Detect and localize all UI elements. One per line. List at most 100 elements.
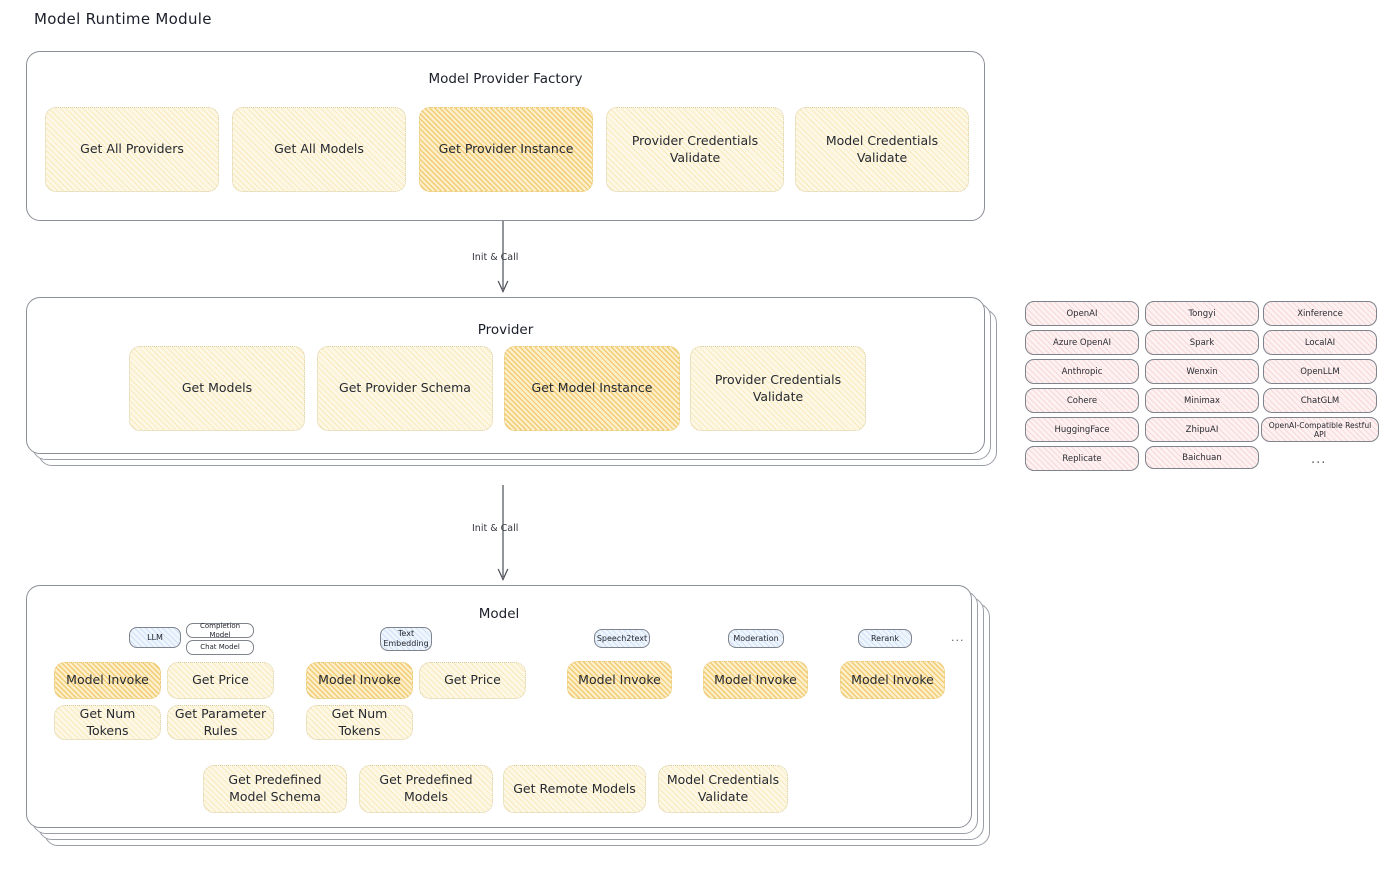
- factory-box-label: Model Credentials Validate: [825, 132, 939, 165]
- provider-chip-tongyi[interactable]: Tongyi: [1145, 301, 1259, 326]
- model-box-label: Get Num Tokens: [79, 705, 136, 738]
- provider-chip-label: Minimax: [1184, 395, 1220, 406]
- provider-box-get-models[interactable]: Get Models: [129, 346, 305, 431]
- model-type-label: Rerank: [870, 633, 899, 643]
- model-box-label: Model Invoke: [66, 672, 149, 688]
- arrow-down-icon: [497, 485, 509, 581]
- provider-chip-huggingface[interactable]: HuggingFace: [1025, 417, 1139, 442]
- model-common-box-get-predefined-model-schema[interactable]: Get Predefined Model Schema: [203, 765, 347, 813]
- model-type-chip-text-embedding[interactable]: Text Embedding: [380, 627, 432, 651]
- model-box-llm-get-num-tokens[interactable]: Get Num Tokens: [54, 705, 161, 740]
- model-provider-factory-title: Model Provider Factory: [428, 71, 583, 87]
- factory-box-get-all-providers[interactable]: Get All Providers: [45, 107, 219, 192]
- provider-chip-baichuan[interactable]: Baichuan: [1145, 446, 1259, 469]
- model-type-label: Text Embedding: [383, 629, 429, 648]
- model-box-label: Get Price: [444, 672, 501, 688]
- provider-chip-openai[interactable]: OpenAI: [1025, 301, 1139, 326]
- provider-list-more: ...: [1311, 452, 1327, 467]
- provider-chip-openllm[interactable]: OpenLLM: [1263, 359, 1377, 384]
- model-common-box-get-predefined-models[interactable]: Get Predefined Models: [359, 765, 493, 813]
- model-common-box-label: Get Predefined Model Schema: [228, 772, 322, 804]
- model-box-label: Model Invoke: [318, 672, 401, 688]
- provider-chip-anthropic[interactable]: Anthropic: [1025, 359, 1139, 384]
- provider-chip-label: Xinference: [1297, 308, 1343, 319]
- provider-chip-label: HuggingFace: [1054, 424, 1110, 435]
- provider-chip-wenxin[interactable]: Wenxin: [1145, 359, 1259, 384]
- provider-box-provider-credentials-validate[interactable]: Provider Credentials Validate: [690, 346, 866, 431]
- model-subtype-label: Chat Model: [200, 643, 240, 652]
- factory-box-get-all-models[interactable]: Get All Models: [232, 107, 406, 192]
- provider-chip-minimax[interactable]: Minimax: [1145, 388, 1259, 413]
- model-subtype-chip-completion-model[interactable]: Completion Model: [186, 622, 254, 639]
- factory-box-get-provider-instance[interactable]: Get Provider Instance: [419, 107, 593, 192]
- model-box-text-embedding-model-invoke[interactable]: Model Invoke: [306, 662, 413, 699]
- connector-factory-to-provider: [495, 221, 511, 297]
- provider-chip-label: Cohere: [1066, 395, 1098, 406]
- model-box-llm-get-parameter-rules[interactable]: Get Parameter Rules: [167, 705, 274, 740]
- model-type-chip-rerank[interactable]: Rerank: [858, 629, 912, 648]
- model-box-text-embedding-get-price[interactable]: Get Price: [419, 662, 526, 699]
- provider-chip-label: ChatGLM: [1300, 395, 1340, 406]
- provider-chip-replicate[interactable]: Replicate: [1025, 446, 1139, 471]
- factory-box-provider-credentials-validate[interactable]: Provider Credentials Validate: [606, 107, 784, 192]
- connector-label-init-call-1: Init & Call: [468, 252, 523, 263]
- model-type-label: Moderation: [733, 633, 779, 643]
- page-title: Model Runtime Module: [34, 10, 212, 28]
- provider-box-label: Provider Credentials Validate: [714, 371, 842, 404]
- model-box-text-embedding-get-num-tokens[interactable]: Get Num Tokens: [306, 705, 413, 740]
- provider-chip-azure-openai[interactable]: Azure OpenAI: [1025, 330, 1139, 355]
- provider-chip-label: OpenLLM: [1300, 366, 1340, 377]
- model-subtype-chip-chat-model[interactable]: Chat Model: [186, 640, 254, 655]
- provider-box-get-model-instance[interactable]: Get Model Instance: [504, 346, 680, 431]
- provider-chip-label: Azure OpenAI: [1053, 337, 1111, 348]
- connector-label-init-call-2: Init & Call: [468, 523, 523, 534]
- model-type-chip-moderation[interactable]: Moderation: [728, 629, 784, 648]
- model-box-label: Get Parameter Rules: [174, 705, 267, 738]
- model-subtype-label: Completion Model: [199, 622, 241, 639]
- model-box-llm-model-invoke[interactable]: Model Invoke: [54, 662, 161, 699]
- model-common-box-label: Model Credentials Validate: [666, 772, 780, 804]
- provider-chip-label: Tongyi: [1188, 308, 1216, 319]
- model-common-box-get-remote-models[interactable]: Get Remote Models: [503, 765, 646, 813]
- provider-chip-openai-compatible-restful-api[interactable]: OpenAI-Compatible Restful API: [1261, 417, 1379, 442]
- model-box-label: Model Invoke: [714, 671, 797, 687]
- provider-box-label: Get Model Instance: [531, 380, 653, 396]
- model-common-box-label: Get Predefined Models: [379, 772, 473, 804]
- provider-chip-label: OpenAI-Compatible Restful API: [1268, 420, 1372, 439]
- model-type-chip-llm[interactable]: LLM: [129, 627, 181, 648]
- model-type-label: Speech2text: [596, 633, 648, 643]
- model-type-label: LLM: [147, 632, 163, 642]
- provider-chip-spark[interactable]: Spark: [1145, 330, 1259, 355]
- connector-provider-to-model: [495, 485, 511, 585]
- provider-chip-label: LocalAI: [1304, 337, 1336, 348]
- factory-box-model-credentials-validate[interactable]: Model Credentials Validate: [795, 107, 969, 192]
- model-box-speech2text-model-invoke[interactable]: Model Invoke: [567, 661, 672, 699]
- provider-box-get-provider-schema[interactable]: Get Provider Schema: [317, 346, 493, 431]
- model-title: Model: [478, 606, 520, 622]
- model-type-chip-speech2text[interactable]: Speech2text: [594, 629, 650, 648]
- model-common-box-label: Get Remote Models: [513, 780, 636, 796]
- provider-chip-chatglm[interactable]: ChatGLM: [1263, 388, 1377, 413]
- provider-chip-label: Replicate: [1062, 453, 1102, 464]
- model-common-box-model-credentials-validate[interactable]: Model Credentials Validate: [658, 765, 788, 813]
- provider-chip-zhipuai[interactable]: ZhipuAI: [1145, 417, 1259, 442]
- provider-chip-localai[interactable]: LocalAI: [1263, 330, 1377, 355]
- model-box-llm-get-price[interactable]: Get Price: [167, 662, 274, 699]
- model-box-label: Model Invoke: [851, 671, 934, 687]
- model-box-label: Model Invoke: [578, 671, 661, 687]
- model-box-moderation-model-invoke[interactable]: Model Invoke: [703, 661, 808, 699]
- model-box-rerank-model-invoke[interactable]: Model Invoke: [840, 661, 945, 699]
- factory-box-label: Get All Models: [274, 141, 364, 157]
- provider-chip-label: Wenxin: [1186, 366, 1218, 377]
- provider-chip-label: OpenAI: [1066, 308, 1098, 319]
- provider-chip-xinference[interactable]: Xinference: [1263, 301, 1377, 326]
- provider-chip-label: ZhipuAI: [1185, 424, 1219, 435]
- model-box-label: Get Num Tokens: [331, 705, 388, 738]
- provider-title: Provider: [477, 322, 534, 338]
- factory-box-label: Get Provider Instance: [438, 141, 574, 157]
- model-types-more: ...: [951, 631, 965, 644]
- provider-box-label: Get Models: [181, 380, 253, 396]
- provider-chip-cohere[interactable]: Cohere: [1025, 388, 1139, 413]
- provider-chip-label: Spark: [1189, 337, 1215, 348]
